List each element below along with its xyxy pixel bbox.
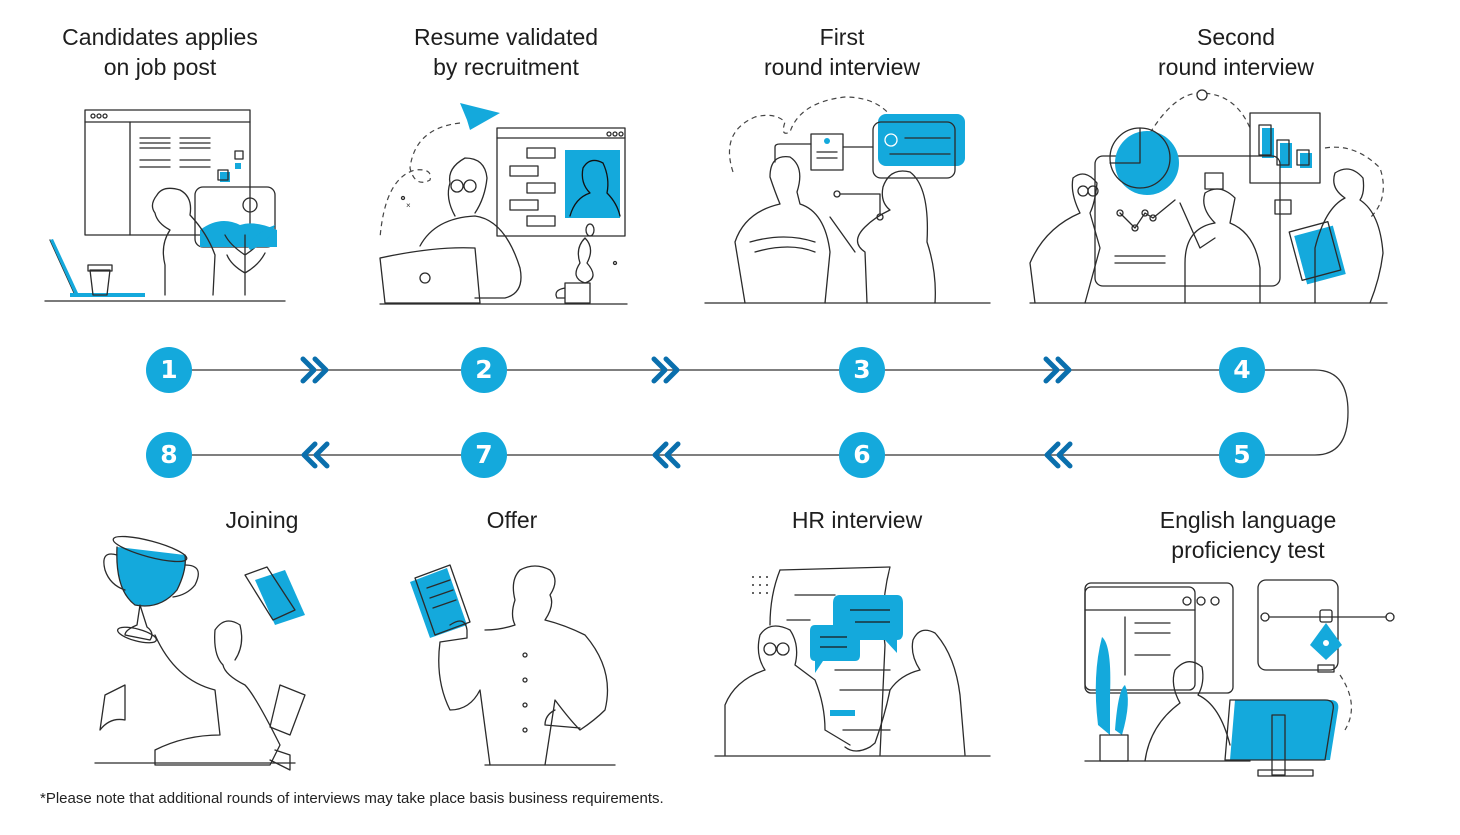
step-7-title: Offer — [486, 507, 538, 533]
double-chevron-right-icon — [1043, 356, 1072, 384]
offer-letter-illustration — [405, 560, 620, 770]
step-3-title: First round interview — [764, 24, 920, 80]
double-chevron-right-icon — [651, 356, 680, 384]
double-chevron-right-icon — [300, 356, 329, 384]
hr-interview-handshake-illustration — [714, 565, 991, 770]
step-5-title: English language proficiency test — [1159, 507, 1337, 563]
step-8-node: 8 — [146, 432, 192, 478]
step-6-node: 6 — [839, 432, 885, 478]
resume-review-illustration: × — [375, 98, 630, 305]
step-1-title: Candidates applies on job post — [62, 24, 258, 80]
step-1-node: 1 — [146, 347, 192, 393]
step-4-node: 4 — [1219, 347, 1265, 393]
step-4-title: Second round interview — [1158, 24, 1314, 80]
step-6-title: HR interview — [791, 507, 923, 533]
second-round-interview-illustration — [1025, 88, 1388, 305]
double-chevron-left-icon — [652, 441, 681, 469]
first-round-interview-illustration — [704, 92, 991, 305]
candidate-laptop-illustration — [44, 105, 286, 305]
english-test-illustration — [1080, 575, 1395, 777]
footnote: *Please note that additional rounds of i… — [40, 790, 664, 807]
step-2-node: 2 — [461, 347, 507, 393]
svg-text:×: × — [406, 201, 411, 210]
step-8-title: Joining — [225, 507, 299, 533]
joining-trophy-illustration — [94, 535, 310, 771]
double-chevron-left-icon — [301, 441, 330, 469]
step-2-title: Resume validated by recruitment — [413, 24, 599, 80]
double-chevron-left-icon — [1044, 441, 1073, 469]
step-7-node: 7 — [461, 432, 507, 478]
step-3-node: 3 — [839, 347, 885, 393]
step-5-node: 5 — [1219, 432, 1265, 478]
